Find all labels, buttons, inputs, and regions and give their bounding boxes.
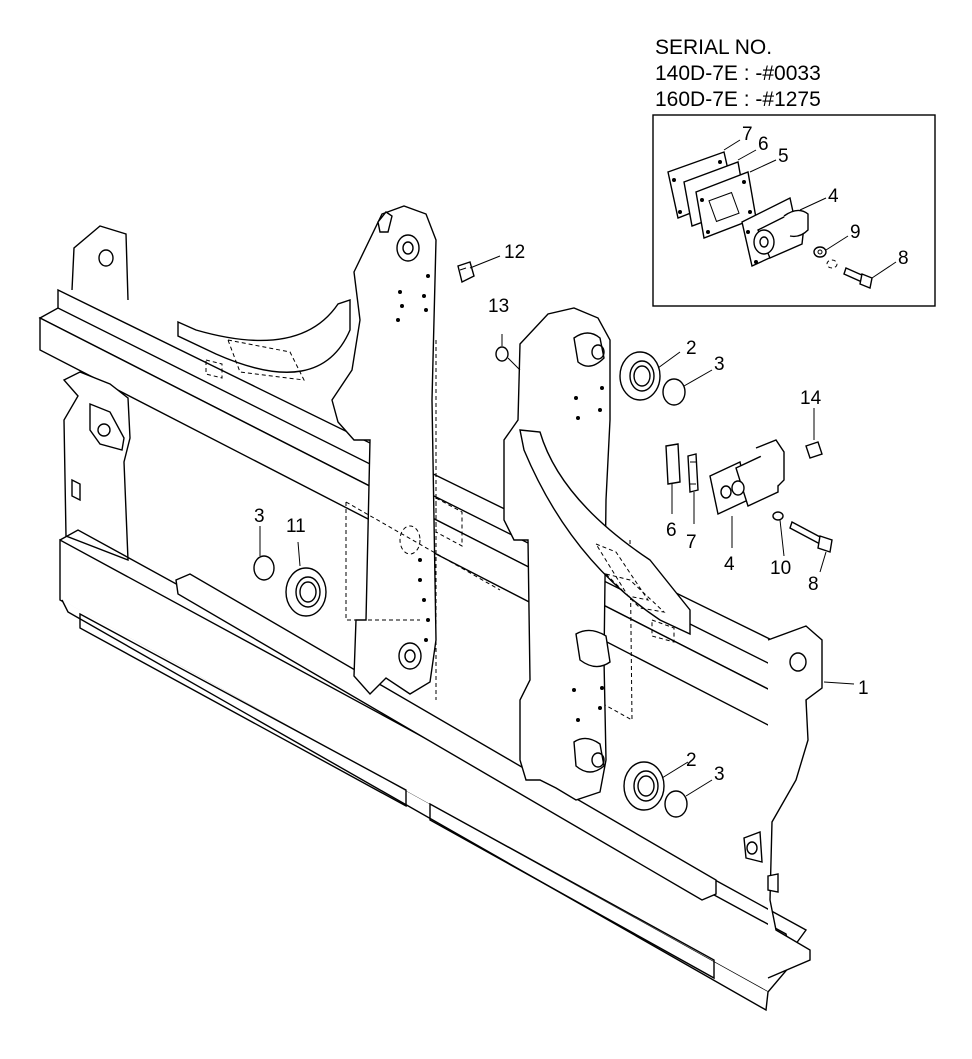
serial-line-140d: 140D-7E : -#0033 bbox=[655, 62, 821, 85]
snap-ring-3-left bbox=[253, 555, 275, 581]
bolt-8-inset bbox=[843, 267, 873, 289]
callout-3-lower: 3 bbox=[714, 764, 725, 785]
grease-nipple-13 bbox=[495, 346, 509, 362]
callout-12: 12 bbox=[504, 242, 525, 263]
callout-8-inset: 8 bbox=[898, 248, 909, 269]
bearing-2-upper bbox=[619, 351, 661, 401]
serial-line-160d: 160D-7E : -#1275 bbox=[655, 88, 821, 111]
callout-13: 13 bbox=[488, 296, 509, 317]
bearing-2-lower bbox=[623, 761, 665, 811]
callout-11: 11 bbox=[286, 516, 306, 537]
bolt-8 bbox=[789, 520, 833, 553]
sensor-body-4 bbox=[709, 439, 785, 516]
callout-14: 14 bbox=[800, 388, 822, 409]
callout-3-left: 3 bbox=[254, 506, 265, 527]
callout-7-inset: 7 bbox=[742, 124, 753, 145]
washer-10 bbox=[772, 511, 784, 521]
snap-ring-3-lower bbox=[664, 790, 688, 818]
callout-3-upper: 3 bbox=[714, 354, 725, 375]
callout-4-inset: 4 bbox=[828, 186, 839, 207]
callout-labels: 1 2 3 2 3 3 11 12 13 14 4 6 7 10 8 4 5 6… bbox=[254, 124, 909, 785]
right-mast-bracket bbox=[503, 307, 691, 801]
callout-2-upper: 2 bbox=[686, 338, 697, 359]
callout-6: 6 bbox=[666, 520, 677, 541]
sensor-body-4-inset bbox=[741, 196, 809, 267]
serial-heading: SERIAL NO. bbox=[655, 36, 773, 59]
callout-8: 8 bbox=[808, 574, 819, 595]
bearing-11 bbox=[285, 567, 327, 617]
washer-9-inset bbox=[813, 246, 827, 258]
callout-7: 7 bbox=[686, 532, 697, 553]
shim-6 bbox=[665, 443, 681, 485]
callout-2-lower: 2 bbox=[686, 750, 697, 771]
leader-lines bbox=[259, 255, 855, 797]
shim-7 bbox=[687, 453, 699, 493]
snap-ring-3-upper bbox=[662, 378, 686, 406]
inset-detail-box bbox=[652, 114, 936, 307]
callout-5-inset: 5 bbox=[778, 146, 789, 167]
callout-6-inset: 6 bbox=[758, 134, 769, 155]
grease-nipple-14 bbox=[805, 441, 823, 459]
callout-1: 1 bbox=[858, 678, 869, 699]
lock-washer-inset bbox=[826, 259, 838, 269]
callout-4: 4 bbox=[724, 554, 735, 575]
left-mast-bracket bbox=[177, 205, 437, 696]
bolt-12 bbox=[457, 261, 475, 284]
callout-10: 10 bbox=[770, 558, 791, 579]
callout-9-inset: 9 bbox=[850, 222, 861, 243]
